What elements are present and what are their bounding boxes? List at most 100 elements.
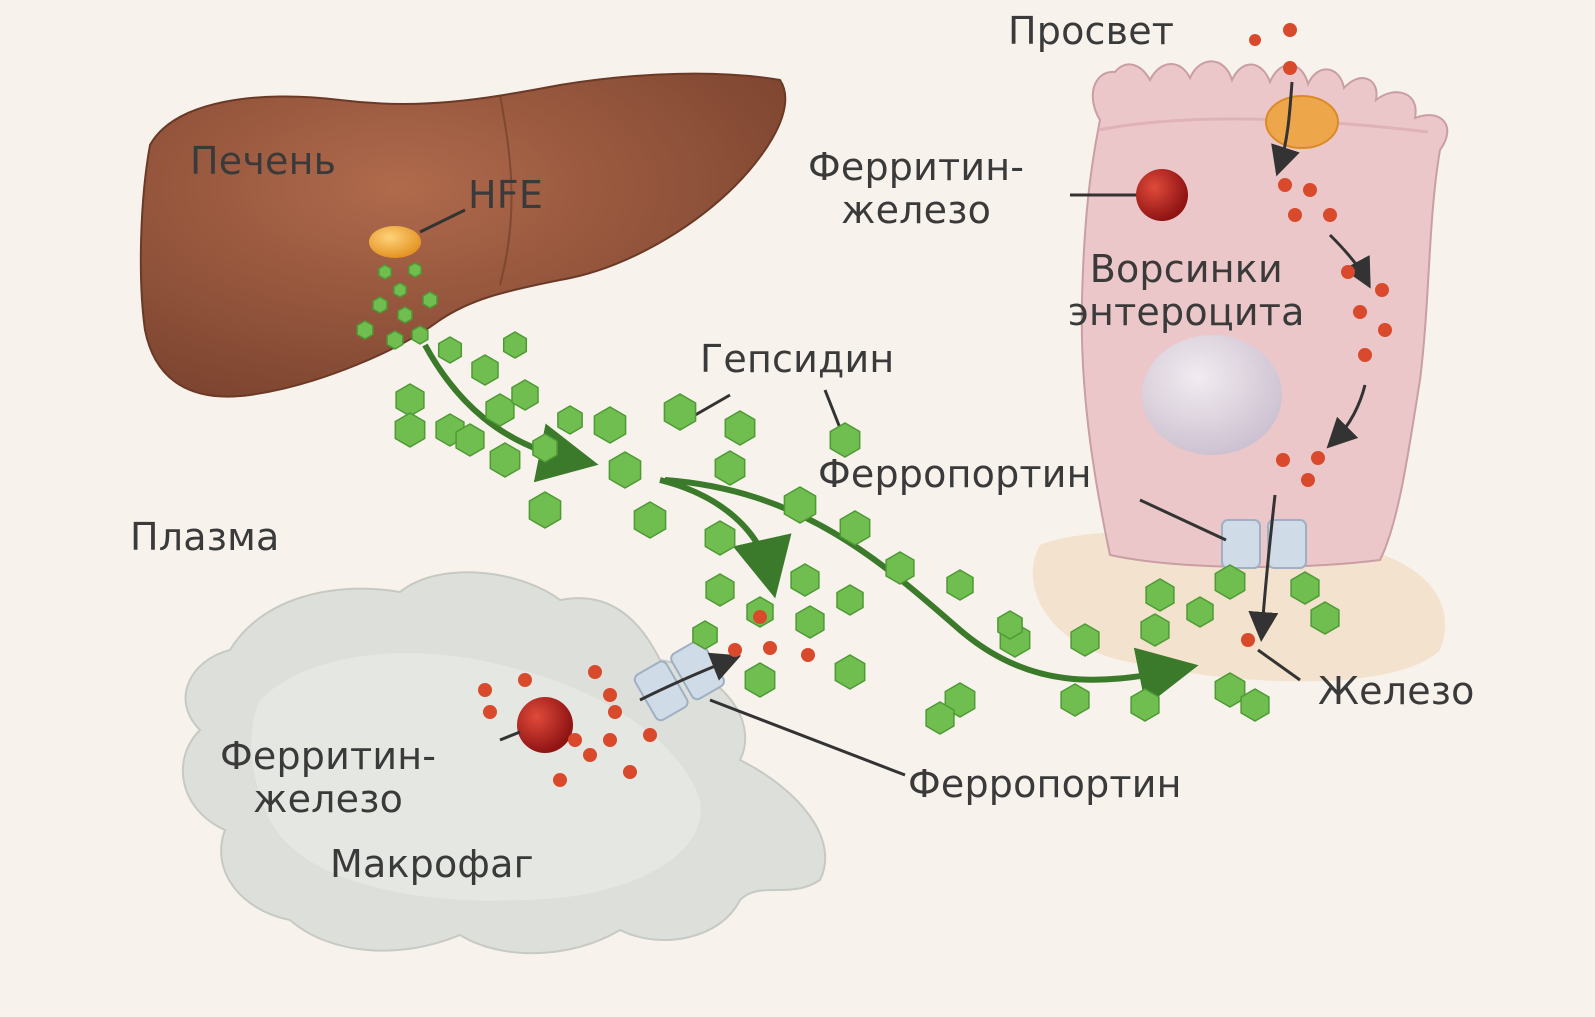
iron-particle-icon xyxy=(568,733,582,747)
hepcidin-molecule-icon xyxy=(1146,579,1174,611)
ferroportin-bottom-label: Ферропортин xyxy=(908,765,1182,803)
hepcidin-molecule-icon xyxy=(395,413,424,447)
hepcidin-molecule-icon xyxy=(693,621,717,649)
liver-organ xyxy=(141,74,785,397)
hepcidin-molecule-icon xyxy=(423,292,437,308)
hepcidin-molecule-icon xyxy=(609,452,640,488)
macrophage-label: Макрофаг xyxy=(330,845,534,883)
hepcidin-molecule-icon xyxy=(706,574,734,606)
hepcidin-molecule-icon xyxy=(529,492,560,528)
enterocyte-villi-label: Ворсинки энтероцита xyxy=(1068,248,1305,333)
hepcidin-molecule-icon xyxy=(398,307,412,323)
hepcidin-molecule-icon xyxy=(394,283,406,297)
hepcidin-molecule-icon xyxy=(1071,624,1099,656)
iron-particle-icon xyxy=(1378,323,1392,337)
ferritin-iron-bottom-line2: железо xyxy=(220,778,436,821)
iron-particle-icon xyxy=(603,733,617,747)
hfe-label: HFE xyxy=(468,176,543,214)
iron-particle-icon xyxy=(478,683,492,697)
ferritin-iron-top-line1: Ферритин- xyxy=(808,146,1024,189)
hepcidin-molecule-icon xyxy=(379,265,391,279)
hepcidin-molecule-icon xyxy=(357,321,373,339)
hepcidin-molecule-icon xyxy=(837,585,863,615)
iron-particle-icon xyxy=(608,705,622,719)
iron-particle-icon xyxy=(1375,283,1389,297)
ferritin-iron-bottom-line1: Ферритин- xyxy=(220,735,436,778)
iron-particle-icon xyxy=(583,748,597,762)
iron-particle-icon xyxy=(1303,183,1317,197)
iron-particle-icon xyxy=(801,648,815,662)
enterocyte-nucleus xyxy=(1142,335,1282,455)
hepcidin-molecule-icon xyxy=(725,411,754,445)
hepcidin-molecule-icon xyxy=(835,655,864,689)
ferritin-enterocyte-icon xyxy=(1136,169,1188,221)
hepcidin-molecule-icon xyxy=(1311,602,1339,634)
ferritin-iron-bottom-label: Ферритин- железо xyxy=(220,735,436,820)
hepcidin-molecule-icon xyxy=(1131,689,1159,721)
ferritin-macrophage-icon xyxy=(517,697,573,753)
iron-particle-icon xyxy=(1358,348,1372,362)
iron-particle-icon xyxy=(1301,473,1315,487)
enterocyte-villi-line1: Ворсинки xyxy=(1068,248,1305,291)
hepcidin-molecule-icon xyxy=(1187,597,1213,627)
hepcidin-molecule-icon xyxy=(1141,614,1169,646)
hepcidin-molecule-icon xyxy=(1061,684,1089,716)
iron-particle-icon xyxy=(588,665,602,679)
iron-particle-icon xyxy=(603,688,617,702)
iron-particle-icon xyxy=(483,705,497,719)
enterocyte-villi-line2: энтероцита xyxy=(1068,291,1305,334)
iron-particle-icon xyxy=(1249,34,1261,46)
iron-particle-icon xyxy=(643,728,657,742)
hepcidin-molecule-icon xyxy=(791,564,819,596)
hepcidin-molecule-icon xyxy=(373,297,387,313)
iron-particle-icon xyxy=(518,673,532,687)
hepcidin-molecule-icon xyxy=(715,451,744,485)
iron-particle-icon xyxy=(763,641,777,655)
lumen-label: Просвет xyxy=(1008,12,1174,50)
iron-particle-icon xyxy=(1288,208,1302,222)
hepcidin-molecule-icon xyxy=(634,502,665,538)
hepcidin-molecule-icon xyxy=(947,570,973,600)
hepcidin-molecule-icon xyxy=(796,606,824,638)
ferritin-iron-top-label: Ферритин- железо xyxy=(808,146,1024,231)
plasma-label: Плазма xyxy=(130,518,280,556)
hepcidin-pointer-2 xyxy=(825,390,840,428)
hepcidin-molecule-icon xyxy=(439,337,462,363)
hepcidin-molecule-icon xyxy=(594,407,625,443)
hepcidin-molecule-icon xyxy=(705,521,734,555)
hepcidin-molecule-icon xyxy=(387,331,403,349)
hepcidin-molecule-icon xyxy=(456,424,484,456)
iron-particle-icon xyxy=(1276,453,1290,467)
liver-label: Печень xyxy=(190,142,336,180)
hepcidin-molecule-icon xyxy=(926,702,954,734)
hepcidin-molecule-icon xyxy=(886,552,914,584)
iron-particle-icon xyxy=(728,643,742,657)
iron-particle-icon xyxy=(1283,23,1297,37)
ferroportin-top-label: Ферропортин xyxy=(818,455,1092,493)
iron-particle-icon xyxy=(1323,208,1337,222)
hepcidin-molecule-icon xyxy=(1215,565,1244,599)
apical-transporter-icon xyxy=(1266,96,1338,148)
hepcidin-molecule-icon xyxy=(998,611,1022,639)
ferritin-iron-top-line2: железо xyxy=(808,189,1024,232)
iron-particle-icon xyxy=(623,765,637,779)
hepcidin-molecule-icon xyxy=(396,384,424,416)
hepcidin-molecule-icon xyxy=(664,394,695,430)
iron-label: Железо xyxy=(1318,672,1475,710)
hepcidin-molecule-icon xyxy=(412,326,428,344)
hepcidin-molecule-icon xyxy=(1215,673,1244,707)
hepcidin-molecule-icon xyxy=(504,332,527,358)
hepcidin-molecule-icon xyxy=(745,663,774,697)
hepcidin-molecule-icon xyxy=(533,434,557,462)
iron-particle-icon xyxy=(1353,305,1367,319)
iron-particle-icon xyxy=(553,773,567,787)
hepcidin-molecule-icon xyxy=(486,394,514,426)
hepcidin-molecule-icon xyxy=(472,355,498,385)
iron-particle-icon xyxy=(1311,451,1325,465)
hepcidin-molecule-icon xyxy=(1241,689,1269,721)
iron-particle-icon xyxy=(1278,178,1292,192)
hepcidin-molecule-icon xyxy=(490,443,519,477)
hepcidin-molecule-icon xyxy=(840,511,869,545)
iron-particle-icon xyxy=(753,610,767,624)
